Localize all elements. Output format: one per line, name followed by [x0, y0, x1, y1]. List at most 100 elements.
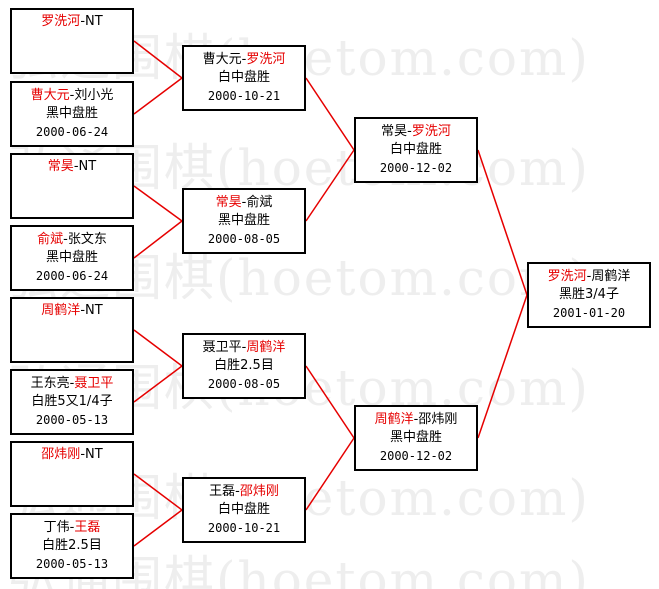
match-date: 2000-06-24	[35, 269, 109, 283]
bracket-connector	[305, 437, 355, 511]
match-players: 邵炜刚-NT	[41, 446, 102, 464]
player-name: 曹大元	[202, 52, 242, 67]
match-result: 白胜5又1/4子	[31, 394, 113, 409]
match-players: 周鹤洋-邵炜刚	[375, 411, 458, 429]
round2-match-box: 王磊-邵炜刚 白中盘胜 2000-10-21	[182, 477, 306, 543]
match-result: 白中盘胜	[217, 502, 270, 517]
final-match-box: 罗洗河-周鹤洋 黑胜3/4子 2001-01-20	[527, 262, 651, 328]
player-separator: -	[235, 484, 240, 499]
player-separator: -	[241, 195, 247, 210]
player-separator: -	[63, 232, 68, 247]
player-name: NT	[78, 159, 97, 174]
player-name: 王磊	[74, 520, 101, 535]
bracket-connector	[133, 473, 183, 511]
player-separator: -	[413, 412, 419, 427]
match-players: 王东亮-聂卫平	[31, 375, 114, 393]
player-name: 邵炜刚	[418, 412, 458, 427]
round1-match-box: 王东亮-聂卫平 白胜5又1/4子 2000-05-13	[10, 369, 134, 435]
player-separator: -	[69, 88, 75, 103]
match-date: 2000-10-21	[207, 521, 281, 535]
match-date: 2000-05-13	[35, 413, 109, 427]
player-separator: -	[241, 52, 247, 67]
match-players: 常昊-俞斌	[216, 194, 273, 212]
match-result: 白胜2.5目	[214, 358, 274, 373]
player-separator: -	[586, 269, 592, 284]
match-players: 曹大元-罗洗河	[203, 51, 286, 69]
player-separator: -	[69, 376, 75, 391]
player-name: 张文东	[67, 232, 107, 247]
match-players: 罗洗河-NT	[41, 13, 102, 31]
match-date: 2000-10-21	[207, 89, 281, 103]
player-name: 邵炜刚	[239, 484, 279, 499]
player-name: 丁伟	[43, 520, 70, 535]
bracket-connector	[133, 329, 183, 367]
round3-match-box: 周鹤洋-邵炜刚 黑中盘胜 2000-12-02	[354, 405, 478, 471]
player-name: 罗洗河	[547, 269, 587, 284]
round2-match-box: 曹大元-罗洗河 白中盘胜 2000-10-21	[182, 45, 306, 111]
player-separator: -	[80, 303, 86, 318]
match-players: 周鹤洋-NT	[41, 302, 102, 320]
player-name: 俞斌	[37, 232, 64, 247]
match-result: 黑中盘胜	[217, 213, 270, 228]
match-date: 2000-05-13	[35, 557, 109, 571]
player-name: 常昊	[47, 159, 74, 174]
bracket-connector	[133, 185, 183, 222]
bracket-connector	[305, 149, 355, 222]
bracket-connector	[133, 509, 183, 547]
round1-match-box: 邵炜刚-NT	[10, 441, 134, 507]
match-players: 曹大元-刘小光	[31, 87, 114, 105]
round1-match-box: 丁伟-王磊 白胜2.5目 2000-05-13	[10, 513, 134, 579]
match-result: 黑中盘胜	[389, 430, 442, 445]
player-name: 王东亮	[30, 376, 70, 391]
round3-match-box: 常昊-罗洗河 白中盘胜 2000-12-02	[354, 117, 478, 183]
player-name: 周鹤洋	[41, 303, 81, 318]
player-separator: -	[80, 447, 86, 462]
player-name: NT	[85, 14, 103, 29]
bracket-connector	[305, 365, 355, 439]
match-players: 常昊-NT	[48, 158, 96, 176]
match-players: 丁伟-王磊	[44, 519, 101, 537]
player-name: 常昊	[215, 195, 242, 210]
round1-match-box: 周鹤洋-NT	[10, 297, 134, 363]
player-name: NT	[85, 447, 103, 462]
player-separator: -	[69, 520, 75, 535]
player-separator: -	[407, 124, 412, 139]
match-players: 王磊-邵炜刚	[209, 483, 279, 501]
match-date: 2000-08-05	[207, 232, 281, 246]
player-name: 周鹤洋	[246, 340, 286, 355]
bracket-connector	[133, 365, 183, 403]
player-name: 邵炜刚	[41, 447, 81, 462]
round1-match-box: 曹大元-刘小光 黑中盘胜 2000-06-24	[10, 81, 134, 147]
player-name: 刘小光	[74, 88, 114, 103]
round2-match-box: 聂卫平-周鹤洋 白胜2.5目 2000-08-05	[182, 333, 306, 399]
match-players: 罗洗河-周鹤洋	[548, 268, 631, 286]
match-date: 2001-01-20	[552, 306, 626, 320]
player-separator: -	[80, 14, 86, 29]
round2-match-box: 常昊-俞斌 黑中盘胜 2000-08-05	[182, 188, 306, 254]
player-name: 聂卫平	[202, 340, 242, 355]
match-date: 2000-12-02	[379, 449, 453, 463]
match-date: 2000-08-05	[207, 377, 281, 391]
match-result: 白中盘胜	[217, 70, 270, 85]
player-name: NT	[85, 303, 103, 318]
player-name: 曹大元	[30, 88, 70, 103]
bracket-connector	[477, 294, 528, 439]
player-name: 王磊	[209, 484, 236, 499]
match-result: 白胜2.5目	[42, 538, 102, 553]
player-name: 聂卫平	[74, 376, 114, 391]
match-players: 聂卫平-周鹤洋	[203, 339, 286, 357]
match-result: 白中盘胜	[389, 142, 442, 157]
round1-match-box: 常昊-NT	[10, 153, 134, 219]
match-date: 2000-12-02	[379, 161, 453, 175]
match-date: 2000-06-24	[35, 125, 109, 139]
match-result: 黑胜3/4子	[559, 287, 619, 302]
match-result: 黑中盘胜	[45, 106, 98, 121]
player-name: 周鹤洋	[374, 412, 414, 427]
player-name: 罗洗河	[411, 124, 451, 139]
player-name: 罗洗河	[246, 52, 286, 67]
player-name: 周鹤洋	[591, 269, 631, 284]
round1-match-box: 罗洗河-NT	[10, 8, 134, 74]
player-name: 俞斌	[246, 195, 273, 210]
